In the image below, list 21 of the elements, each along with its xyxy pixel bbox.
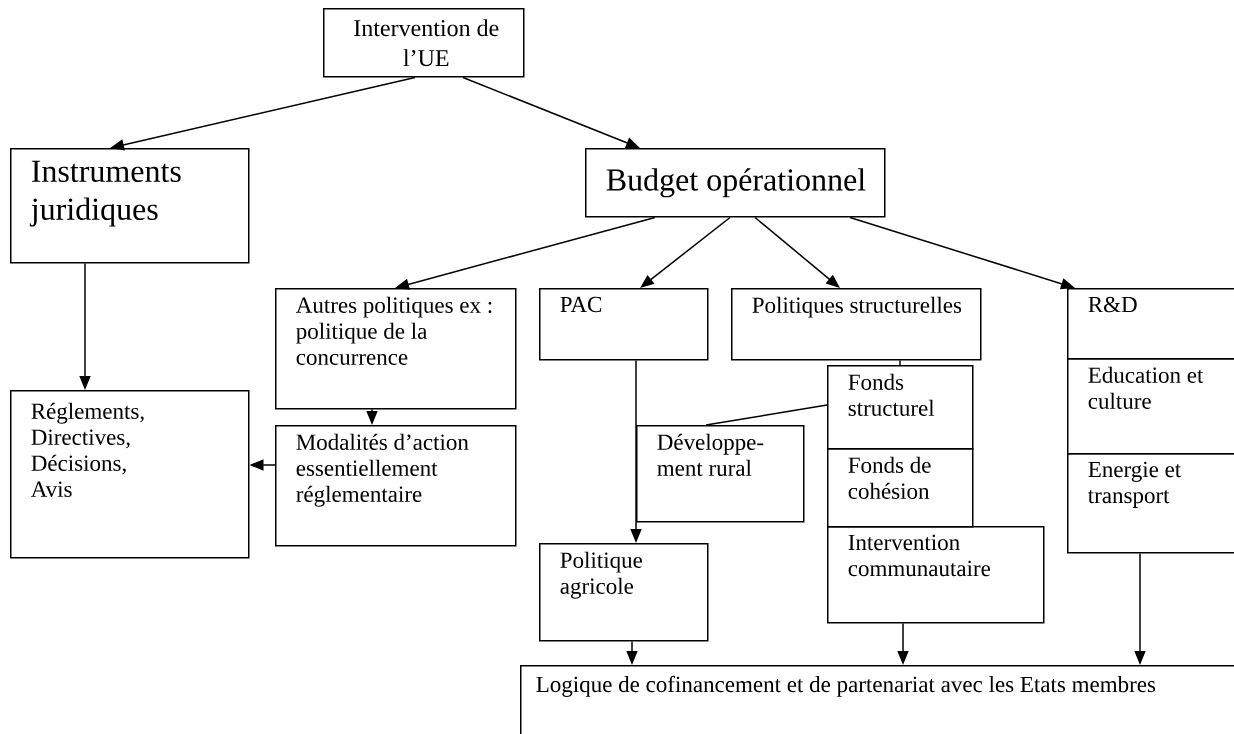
text-box: Intervention communautaire [827, 526, 1045, 624]
text-box: Modalités d’action essentiellement réglementaire [275, 425, 517, 547]
text-box: R&D [1067, 288, 1234, 360]
arrow [640, 216, 731, 288]
text-box: Fonds de cohésion [827, 448, 974, 528]
text-box: Politiques structurelles [731, 288, 982, 361]
text-box: Autres politiques ex : politique de la concurrence [275, 288, 517, 410]
text-box: Instruments juridiques [10, 148, 250, 264]
connector-line [899, 359, 901, 366]
text-box: Budget opérationnel [585, 148, 886, 218]
text-box: PAC [539, 288, 709, 361]
text-box: Développe- ment rural [636, 425, 805, 523]
text-box: Intervention de l’UE [323, 8, 525, 78]
text-box: Education et culture [1067, 358, 1234, 455]
text-box: Réglements, Directives, Décisions, Avis [10, 390, 250, 559]
text-box: Energie et transport [1067, 453, 1234, 554]
text-box: Fonds structurel [827, 365, 974, 450]
text-box: Politique agricole [539, 543, 709, 642]
text-box: Logique de cofinancement et de partenariat avec les Etats membres [520, 665, 1234, 734]
connector-line [705, 404, 828, 426]
arrow [754, 216, 840, 288]
